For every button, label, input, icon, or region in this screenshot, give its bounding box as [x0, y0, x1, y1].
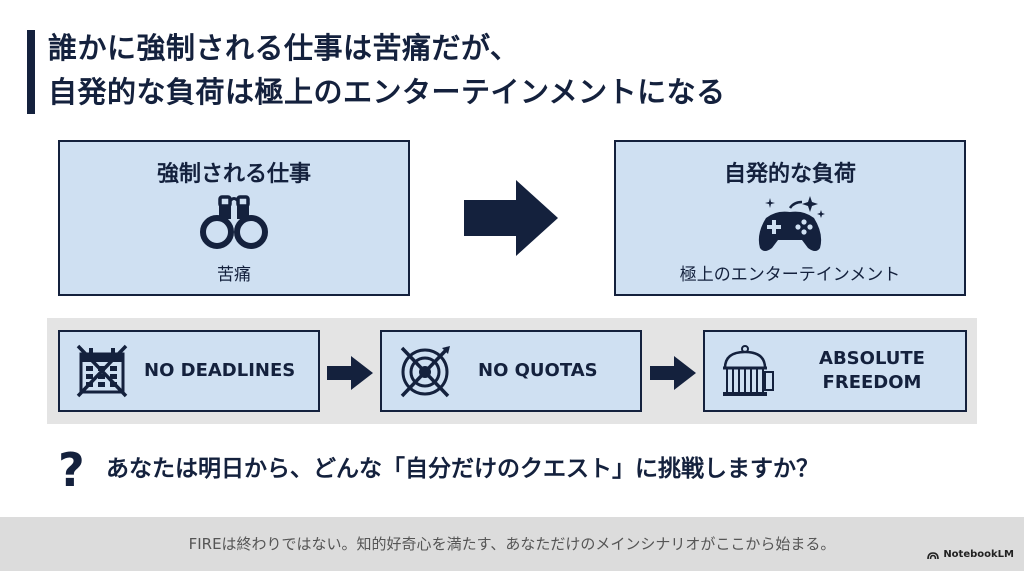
voluntary-load-caption: 極上のエンターテインメント: [679, 265, 901, 285]
small-right-arrow-icon: [650, 356, 696, 394]
no-deadlines-label: NO DEADLINES: [144, 360, 296, 381]
question-text: あなたは明日から、どんな「自分だけのクエスト」に挑戦しますか？: [106, 456, 819, 482]
page-title: 誰かに強制される仕事は苦痛だが、 自発的な負荷は極上のエンターテインメントになる: [48, 26, 726, 114]
notebooklm-brand: NotebookLM: [927, 549, 1014, 560]
footer-text: FIREは終わりではない。知的好奇心を満たす、あなただけのメインシナリオがここか…: [188, 535, 836, 553]
target-crossed-icon: [398, 344, 454, 402]
no-deadlines-card: NO DEADLINES: [58, 330, 320, 412]
open-birdcage-icon: [721, 344, 775, 406]
voluntary-load-panel: 自発的な負荷 極上のエンターテインメント: [614, 140, 966, 296]
handcuffs-icon: [198, 194, 270, 256]
absolute-freedom-card: ABSOLUTE FREEDOM: [703, 330, 967, 412]
title-line-2: 自発的な負荷は極上のエンターテインメントになる: [48, 75, 726, 109]
forced-work-panel: 強制される仕事 苦痛: [58, 140, 410, 296]
forced-work-caption: 苦痛: [217, 265, 251, 285]
right-arrow-icon: [464, 180, 558, 260]
forced-work-heading: 強制される仕事: [156, 162, 311, 187]
footer: FIREは終わりではない。知的好奇心を満たす、あなただけのメインシナリオがここか…: [0, 517, 1024, 571]
game-controller-icon: [752, 194, 828, 260]
absolute-freedom-line-2: FREEDOM: [822, 372, 922, 393]
notebooklm-logo-icon: [927, 551, 940, 559]
brand-label: NotebookLM: [943, 549, 1014, 560]
question-mark-icon: ?: [58, 443, 85, 497]
small-right-arrow-icon: [327, 356, 373, 394]
voluntary-load-heading: 自発的な負荷: [723, 162, 856, 187]
title-accent-bar: [27, 30, 35, 114]
absolute-freedom-label: ABSOLUTE FREEDOM: [787, 332, 957, 410]
no-quotas-card: NO QUOTAS: [380, 330, 642, 412]
title-line-1: 誰かに強制される仕事は苦痛だが、: [48, 31, 520, 65]
no-quotas-label: NO QUOTAS: [478, 360, 598, 381]
absolute-freedom-line-1: ABSOLUTE: [819, 348, 925, 369]
calendar-crossed-icon: [76, 344, 128, 402]
